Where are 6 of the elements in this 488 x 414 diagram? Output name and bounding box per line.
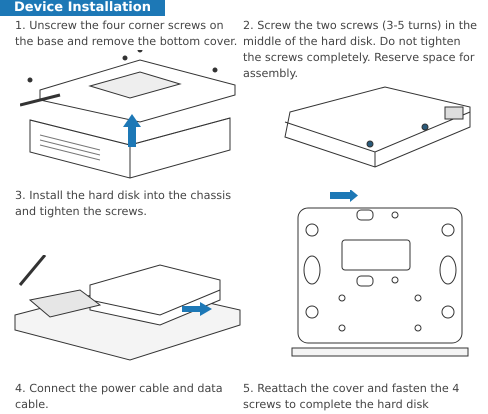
instruction-text: 3. Install the hard disk into the chassis and tighten the screws. xyxy=(15,188,232,220)
instruction-text: 5. Reattach the cover and fasten the 4 screws to complete the hard disk xyxy=(243,381,460,413)
instruction-text: 4. Connect the power cable and data cable. xyxy=(15,381,224,413)
instruction-text: 1. Unscrew the four corner screws on the base and remove the bottom cover. xyxy=(15,18,238,50)
section-title: Device Installation xyxy=(0,0,165,16)
instruction-text: 2. Screw the two screws (3-5 turns) in the middle of the hard disk. Do not tighten the screws completely. Reserve space for assembly. xyxy=(243,18,478,82)
